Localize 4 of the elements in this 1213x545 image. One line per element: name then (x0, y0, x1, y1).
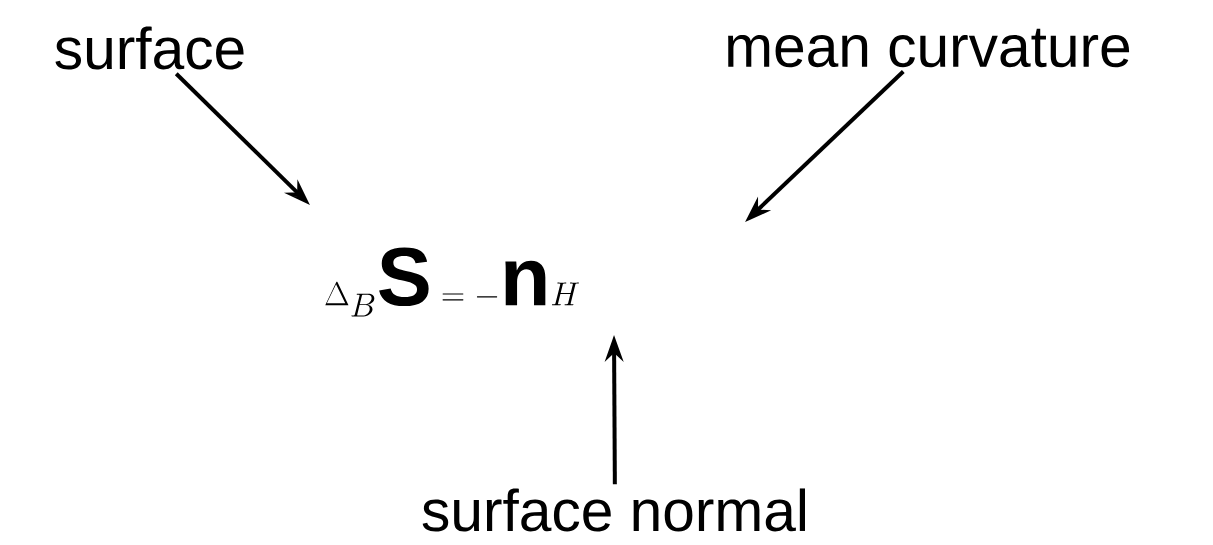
formula: $\Delta_B \mathbf{S} = -\mathbf{n}H$ (325, 247, 579, 317)
annotation-label: surface normal (422, 488, 805, 532)
annotation-label: surface (55, 26, 244, 70)
annotation-label: mean curvature (728, 28, 1130, 68)
